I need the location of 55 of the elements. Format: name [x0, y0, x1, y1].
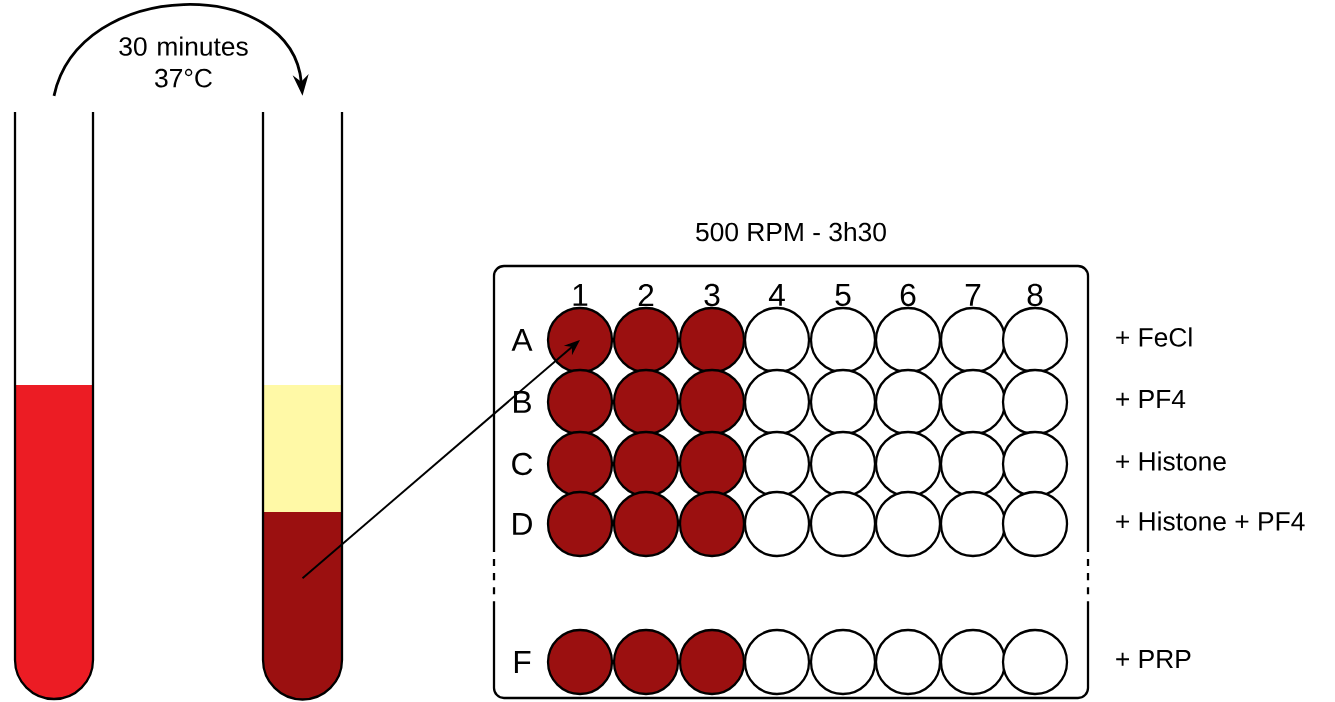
well	[874, 368, 942, 436]
well	[809, 368, 877, 436]
well	[874, 306, 942, 374]
row-label: + PF4	[1116, 389, 1186, 409]
well	[809, 628, 877, 696]
well	[1001, 628, 1069, 696]
well	[743, 628, 811, 696]
column-number: 1	[573, 284, 588, 306]
well	[612, 628, 680, 696]
well	[939, 490, 1007, 558]
row-letter: B	[514, 391, 531, 413]
column-number: 6	[900, 283, 916, 307]
well	[1001, 490, 1069, 558]
well	[874, 628, 942, 696]
row-label: + PRP	[1116, 649, 1191, 669]
test-tube	[261, 112, 344, 701]
column-number: 3	[704, 283, 720, 307]
well	[612, 490, 680, 558]
well	[678, 628, 746, 696]
well	[939, 368, 1007, 436]
well	[1001, 306, 1069, 374]
row-letter: A	[511, 329, 533, 351]
well	[546, 306, 614, 374]
column-number: 2	[638, 283, 654, 307]
row-label: + Histone	[1116, 451, 1226, 471]
column-number: 8	[1027, 283, 1043, 307]
arrow	[52, 3, 309, 97]
well	[678, 306, 746, 374]
well	[809, 490, 877, 558]
row-letter: D	[513, 513, 532, 535]
row-letter: C	[512, 452, 533, 476]
row-label: + FeCl	[1116, 327, 1192, 347]
well	[546, 368, 614, 436]
well	[612, 306, 680, 374]
well	[1001, 368, 1069, 436]
well	[939, 306, 1007, 374]
well	[546, 490, 614, 558]
well	[546, 628, 614, 696]
liquid-layer	[263, 512, 342, 700]
well	[743, 368, 811, 436]
well	[678, 490, 746, 558]
column-number: 5	[835, 283, 851, 306]
well	[939, 628, 1007, 696]
test-tube	[13, 112, 95, 701]
row-letter: F	[514, 651, 531, 673]
well	[874, 490, 942, 558]
well	[809, 306, 877, 374]
edge-label: 30 minutes 37°C	[99, 34, 268, 90]
row-label: + Histone + PF4	[1116, 511, 1305, 531]
well	[743, 490, 811, 558]
well	[743, 306, 811, 374]
column-number: 4	[768, 284, 785, 306]
column-number: 7	[965, 284, 981, 306]
well	[612, 368, 680, 436]
well	[678, 368, 746, 436]
